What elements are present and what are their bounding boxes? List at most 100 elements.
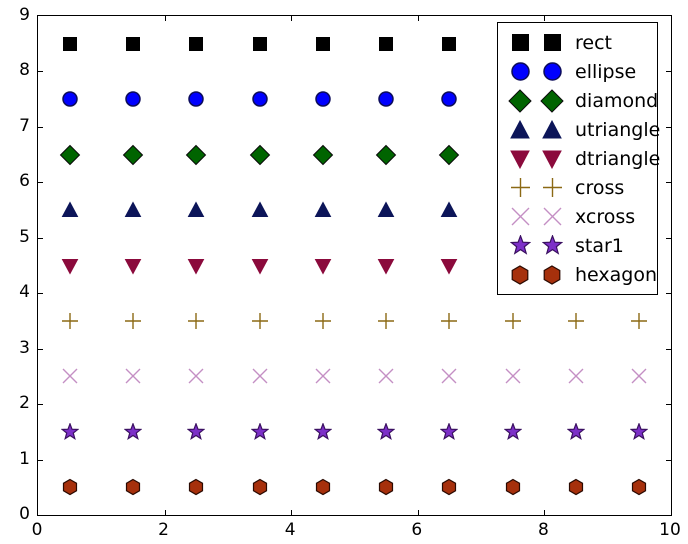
x-tick-mark — [164, 510, 166, 515]
y-axis-tick-label: 9 — [19, 5, 30, 25]
y-axis-tick-label: 0 — [19, 504, 30, 524]
data-point-xcross — [567, 367, 585, 385]
y-axis-tick-label: 3 — [19, 337, 30, 358]
data-point-utriangle — [251, 201, 268, 219]
data-point-hexagon — [188, 479, 205, 496]
data-point-xcross — [630, 367, 648, 385]
legend-marker-star-icon — [504, 235, 536, 256]
data-point-rect — [62, 36, 77, 51]
y-tick-mark — [38, 459, 43, 461]
x-tick-mark — [544, 510, 546, 515]
y-axis-tick-label: 1 — [19, 448, 30, 469]
y-axis-tick-label: 4 — [19, 282, 30, 303]
legend-marker-triangle-down-icon — [536, 149, 568, 169]
y-tick-mark — [38, 404, 43, 406]
x-tick-mark-top — [291, 16, 293, 21]
data-point-utriangle — [61, 201, 78, 219]
data-point-ellipse — [188, 91, 204, 107]
legend-marker-circle-icon — [536, 62, 568, 81]
legend-entry-dtriangle[interactable]: dtriangle — [504, 144, 660, 173]
data-point-cross — [314, 312, 332, 330]
data-point-xcross — [504, 367, 522, 385]
data-point-dtriangle — [187, 257, 205, 275]
x-axis-tick-label: 8 — [537, 520, 549, 540]
x-axis-tick-label: 0 — [31, 520, 43, 540]
data-point-xcross — [124, 367, 142, 385]
y-axis-tick-label: 6 — [19, 171, 30, 192]
data-point-cross — [504, 312, 522, 330]
data-point-diamond — [249, 144, 270, 165]
data-point-diamond — [439, 144, 460, 165]
y-axis-tick-label: 8 — [19, 60, 30, 81]
data-point-star1 — [503, 421, 523, 441]
legend-label: rect — [575, 31, 612, 54]
legend-marker-hexagon-icon — [504, 264, 536, 285]
legend-label: diamond — [575, 89, 659, 112]
data-point-utriangle — [187, 201, 205, 219]
data-point-diamond — [375, 144, 397, 165]
data-point-ellipse — [378, 91, 394, 107]
data-point-star1 — [313, 421, 333, 441]
legend-entry-hexagon[interactable]: hexagon — [504, 260, 657, 289]
data-point-rect — [442, 36, 457, 51]
legend-marker-star-icon — [536, 235, 568, 256]
y-tick-mark — [38, 348, 43, 350]
data-point-utriangle — [314, 201, 332, 219]
data-point-dtriangle — [124, 257, 142, 275]
legend-entry-rect[interactable]: rect — [504, 28, 650, 57]
legend-marker-plus-icon — [504, 177, 536, 198]
y-tick-mark-right — [666, 126, 671, 128]
data-point-star1 — [629, 421, 649, 441]
data-point-hexagon — [251, 479, 268, 496]
legend-entry-star1[interactable]: star1 — [504, 231, 650, 260]
legend-marker-square-icon — [536, 34, 568, 51]
data-point-hexagon — [314, 479, 331, 496]
legend-marker-plus-icon — [536, 177, 568, 198]
data-point-diamond — [312, 144, 334, 165]
data-point-hexagon — [378, 479, 395, 496]
legend-entry-ellipse[interactable]: ellipse — [504, 57, 650, 86]
legend-entry-diamond[interactable]: diamond — [504, 86, 658, 115]
data-point-diamond — [122, 144, 144, 165]
data-point-xcross — [61, 367, 79, 385]
data-point-xcross — [187, 367, 205, 385]
data-point-rect — [315, 36, 330, 51]
x-tick-mark — [417, 510, 419, 515]
data-point-hexagon — [568, 479, 585, 496]
data-point-cross — [251, 312, 269, 330]
y-tick-mark — [38, 293, 43, 295]
legend-entry-cross[interactable]: cross — [504, 173, 650, 202]
data-point-hexagon — [631, 479, 648, 496]
x-tick-mark-top — [417, 16, 419, 21]
legend-entry-xcross[interactable]: xcross — [504, 202, 650, 231]
y-tick-mark-right — [666, 237, 671, 239]
data-point-dtriangle — [441, 257, 458, 275]
data-point-ellipse — [441, 91, 458, 107]
data-point-rect — [125, 36, 140, 51]
legend-marker-hexagon-icon — [536, 264, 568, 285]
legend-marker-circle-icon — [504, 62, 536, 81]
legend-label: star1 — [575, 234, 624, 257]
data-point-star1 — [250, 421, 269, 441]
data-point-utriangle — [441, 201, 458, 219]
x-tick-mark — [291, 510, 293, 515]
data-point-dtriangle — [377, 257, 395, 275]
data-point-diamond — [59, 144, 80, 165]
data-point-ellipse — [125, 91, 141, 107]
y-tick-mark-right — [666, 459, 671, 461]
data-point-xcross — [377, 367, 395, 385]
data-point-cross — [187, 312, 205, 330]
legend-label: xcross — [575, 205, 636, 228]
y-axis-tick-label: 2 — [19, 393, 30, 414]
x-axis-tick-label: 6 — [411, 520, 423, 540]
legend-label: ellipse — [575, 60, 637, 83]
y-axis-tick-label: 7 — [19, 115, 30, 136]
data-point-rect — [379, 36, 394, 51]
legend-entry-utriangle[interactable]: utriangle — [504, 115, 660, 144]
x-axis-tick-label: 10 — [659, 520, 681, 540]
data-point-star1 — [440, 421, 459, 441]
data-point-cross — [630, 312, 648, 330]
legend-label: utriangle — [575, 118, 661, 141]
